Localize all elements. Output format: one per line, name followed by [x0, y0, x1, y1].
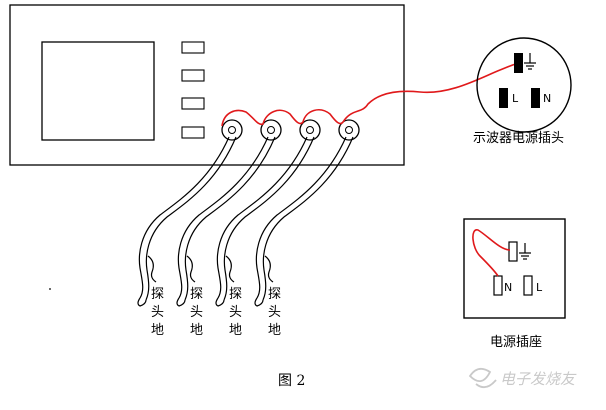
socket-earth-slot: [508, 241, 518, 262]
probe-cable-3: [215, 136, 315, 307]
socket-earth-symbol-icon: [519, 243, 531, 260]
oscilloscope-power-plug: L N: [476, 37, 572, 133]
live-pin: [499, 88, 508, 108]
earth-symbol-icon: [524, 53, 536, 70]
oscilloscope-button-4[interactable]: [181, 126, 205, 139]
svg-text:头: 头: [268, 305, 281, 320]
svg-text:地: 地: [229, 323, 242, 338]
oscilloscope-plug-caption: 示波器电源插头: [473, 131, 564, 146]
svg-text:探: 探: [229, 287, 242, 302]
probe-label-4: 探 头 地: [268, 287, 281, 338]
power-socket-caption: 电源插座: [490, 335, 542, 350]
oscilloscope-screen: [41, 41, 155, 141]
svg-text:探: 探: [190, 287, 203, 302]
probe-cable-1: [137, 136, 237, 307]
socket-live-label: L: [536, 281, 543, 294]
svg-text:探: 探: [268, 287, 281, 302]
plug-outline: [476, 37, 572, 133]
probe-cable-2: [176, 136, 276, 307]
oscilloscope-button-3[interactable]: [181, 97, 205, 110]
oscilloscope-case: [9, 4, 405, 166]
plug-live-label: L: [512, 92, 519, 105]
probe-cable-4: [254, 136, 354, 307]
oscilloscope: [9, 4, 405, 166]
svg-text:探: 探: [151, 287, 164, 302]
figure-label: 图 2: [278, 373, 305, 389]
neutral-pin: [531, 88, 540, 108]
socket-neutral-label: N: [504, 281, 512, 294]
watermark-text: 电子发烧友: [500, 370, 577, 388]
input-connector-3[interactable]: [299, 119, 321, 141]
earth-pin: [514, 53, 523, 73]
svg-text:头: 头: [229, 305, 242, 320]
oscilloscope-button-2[interactable]: [181, 69, 205, 82]
ground-wire-chain: [221, 62, 523, 127]
input-connector-4[interactable]: [338, 119, 360, 141]
probe-label-2: 探 头 地: [190, 287, 203, 338]
socket-faceplate: [463, 218, 566, 319]
probe-label-3: 探 头 地: [229, 287, 242, 338]
oscilloscope-button-1[interactable]: [181, 41, 205, 54]
socket-neutral-slot: [493, 275, 503, 296]
svg-text:地: 地: [151, 323, 164, 338]
svg-text:地: 地: [190, 323, 203, 338]
input-connector-2[interactable]: [260, 119, 282, 141]
socket-live-slot: [523, 275, 533, 296]
input-connector-1[interactable]: [221, 119, 243, 141]
svg-text:头: 头: [190, 305, 203, 320]
stray-dot: [49, 288, 51, 290]
watermark-logo-icon: [468, 367, 497, 389]
svg-text:头: 头: [151, 305, 164, 320]
plug-neutral-label: N: [543, 92, 551, 105]
svg-text:地: 地: [268, 323, 281, 338]
probe-label-1: 探 头 地: [151, 287, 164, 338]
power-socket: N L: [463, 218, 566, 319]
watermark: 电子发烧友: [468, 367, 577, 389]
socket-red-jumper: [472, 229, 511, 277]
